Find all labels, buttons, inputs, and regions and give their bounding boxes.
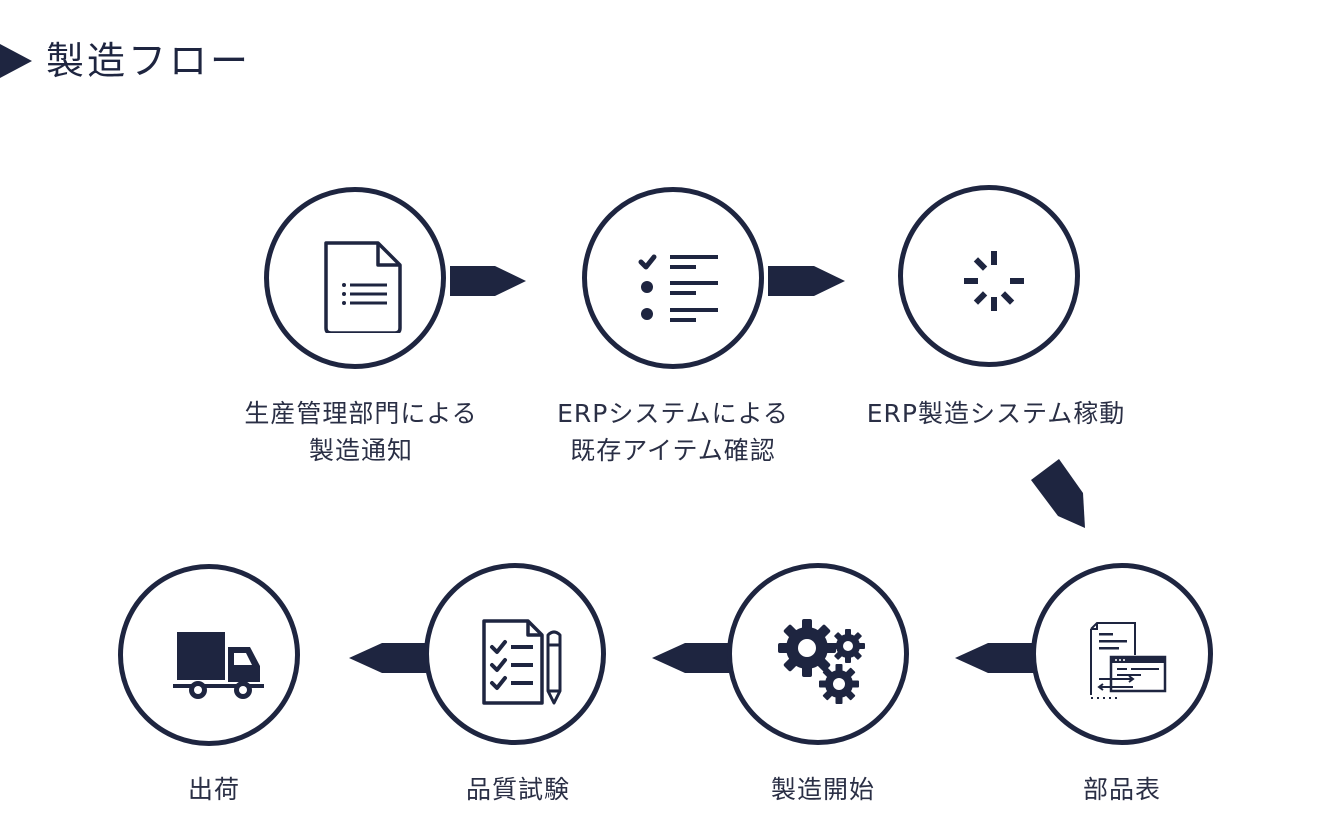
title-triangle-icon [0, 44, 32, 78]
step-label-item-check: ERPシステムによる 既存アイテム確認 [528, 395, 818, 469]
checklist-icon [638, 254, 718, 322]
step-quality-node [424, 563, 606, 745]
page-title: 製造フロー [46, 39, 252, 83]
label-line1: 品質試験 [465, 775, 570, 804]
step-document-node [264, 187, 446, 369]
step-bom-node [1031, 563, 1213, 745]
step-label-production-start: 製造開始 [728, 771, 918, 808]
arrow-step6-to-step7 [349, 643, 426, 673]
label-line1: 出荷 [187, 775, 240, 804]
truck-icon [173, 632, 264, 699]
label-line2: 製造通知 [308, 436, 413, 465]
step-checklist-node [582, 187, 764, 369]
quality-checklist-icon [482, 619, 562, 705]
step-label-erp-system: ERP製造システム稼動 [846, 395, 1146, 432]
label-line1: ERP製造システム稼動 [866, 399, 1126, 428]
arrow-step2-to-step3 [768, 266, 845, 296]
step-spinner-node [898, 185, 1080, 367]
arrow-step1-to-step2 [450, 266, 526, 296]
arrow-step4-to-step5 [955, 643, 1034, 673]
label-line1: 部品表 [1082, 775, 1161, 804]
label-line1: ERPシステムによる [557, 399, 789, 428]
step-gears-node [727, 563, 909, 745]
step-label-shipping: 出荷 [134, 771, 294, 808]
label-line1: 生産管理部門による [244, 399, 478, 428]
loading-spinner-icon [964, 251, 1024, 311]
label-line1: 製造開始 [770, 775, 875, 804]
step-label-bom: 部品表 [1032, 771, 1212, 808]
label-line2: 既存アイテム確認 [570, 436, 776, 465]
document-icon [324, 241, 402, 333]
arrow-step3-to-step4 [1031, 459, 1085, 528]
step-shipping-node [118, 564, 300, 746]
gears-icon [778, 619, 865, 704]
step-label-production-notice: 生産管理部門による 製造通知 [216, 395, 506, 469]
arrow-step5-to-step6 [652, 643, 729, 673]
bill-of-materials-icon [1090, 622, 1167, 699]
step-label-quality-test: 品質試験 [423, 771, 613, 808]
